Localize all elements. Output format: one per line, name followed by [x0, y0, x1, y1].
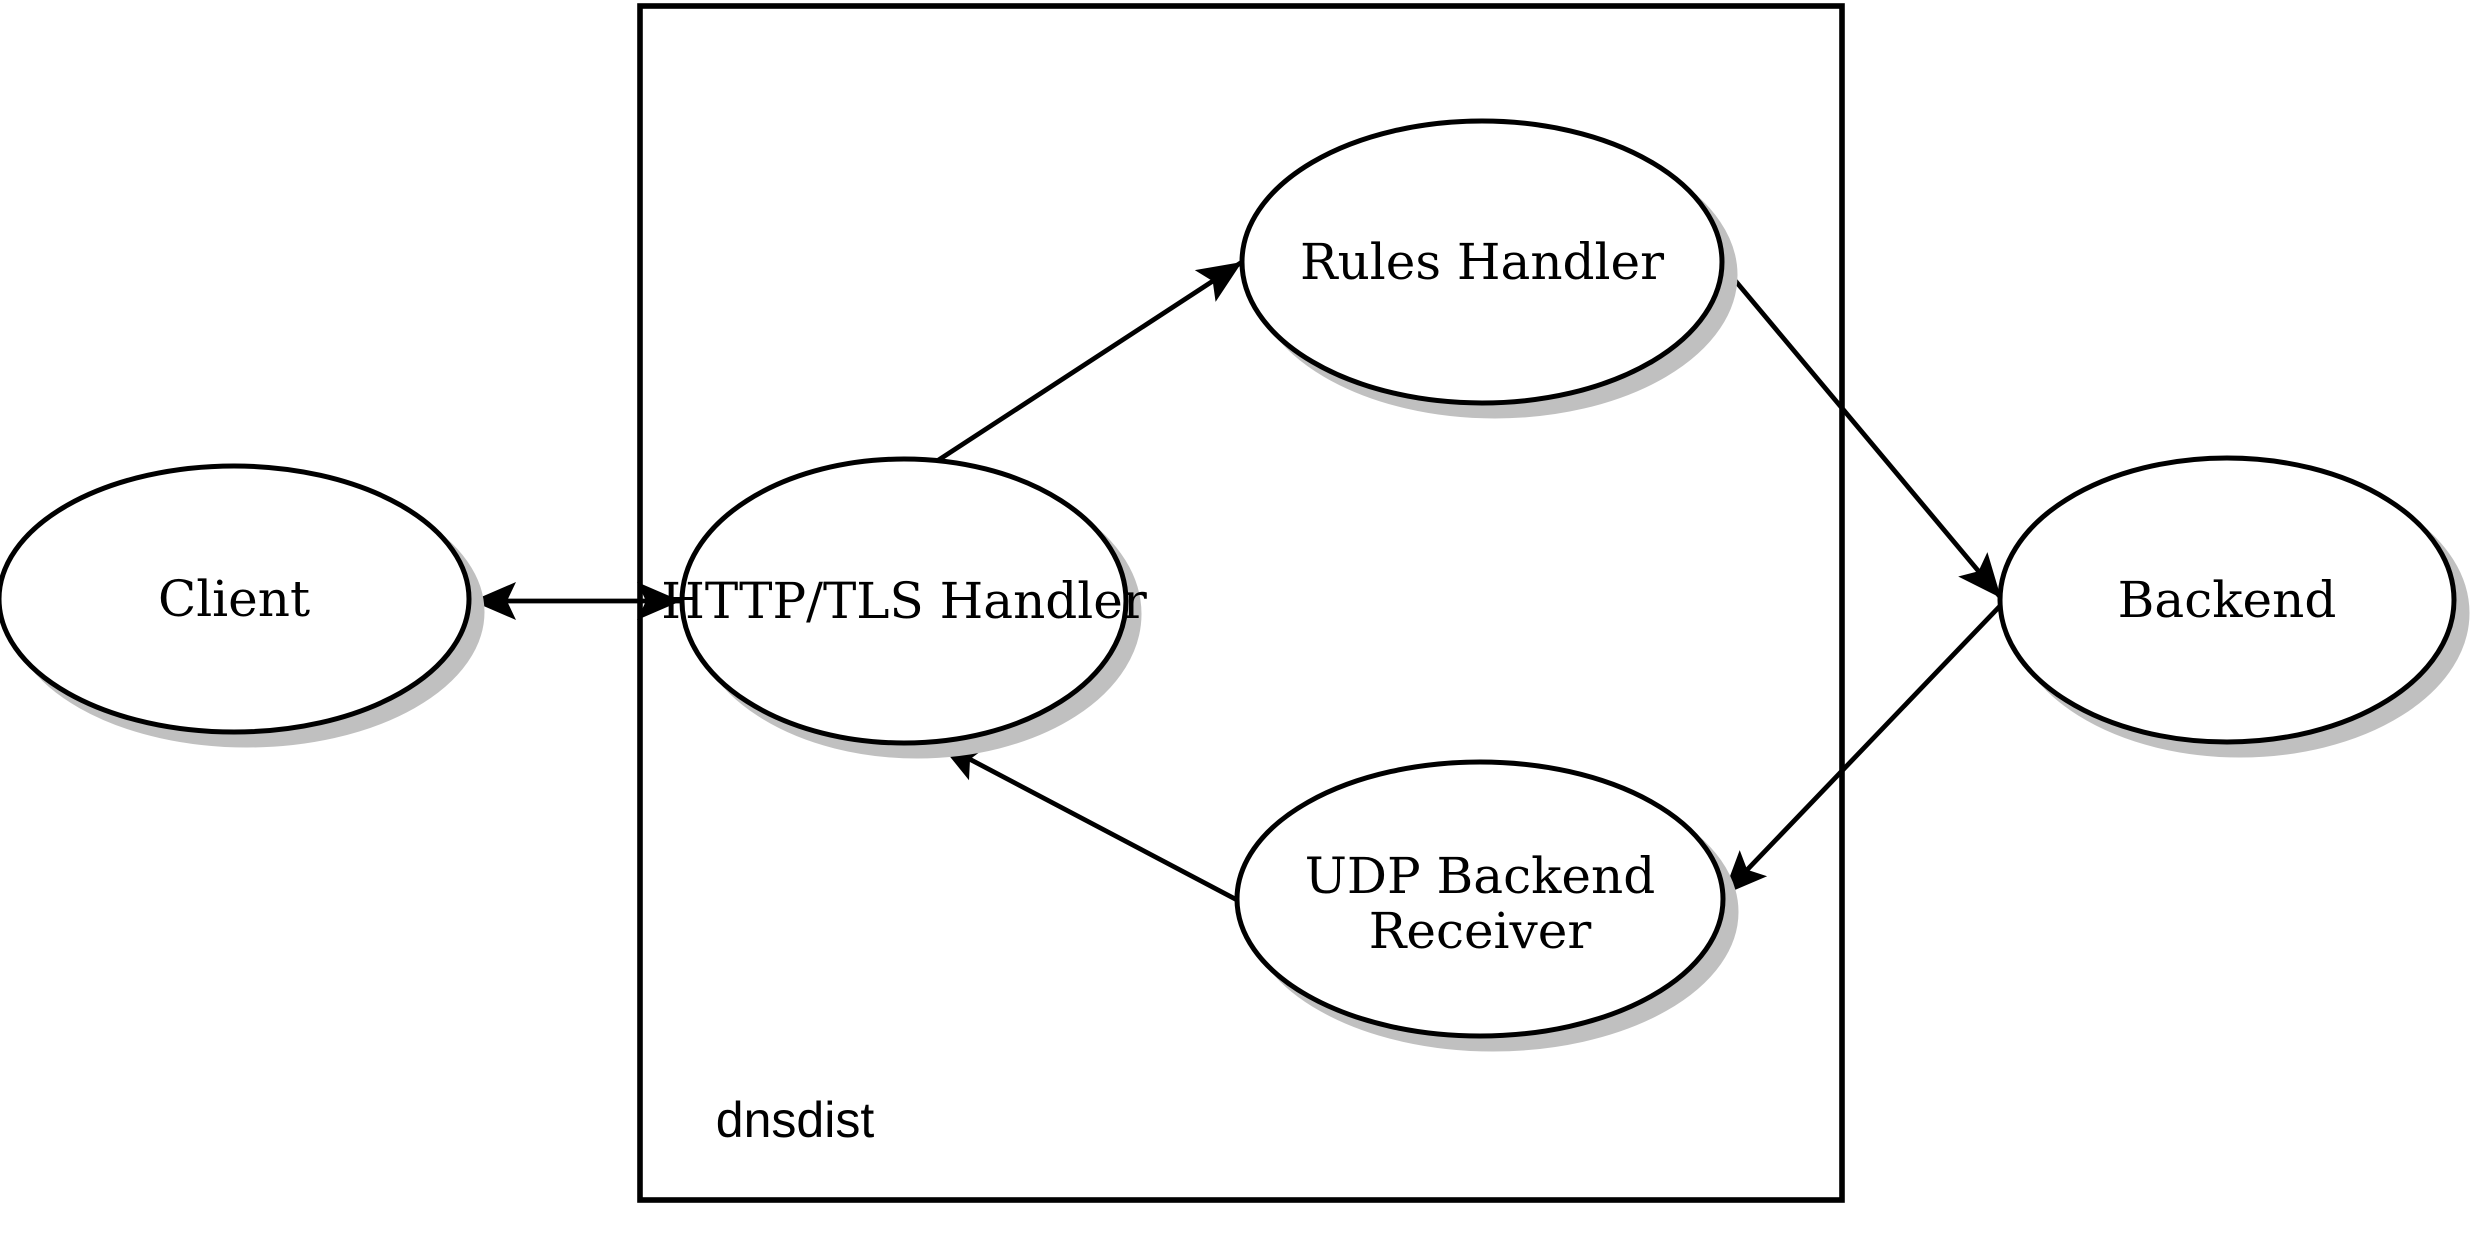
node-label: Backend — [2118, 571, 2337, 629]
edge-rules-to-backend — [1721, 264, 2003, 600]
node-rules-handler: Rules Handler — [1239, 118, 1738, 419]
edge-line — [1721, 604, 2002, 897]
edge-client-http-bidirectional — [472, 582, 681, 620]
node-udp-backend-receiver: UDP Backend Receiver — [1234, 759, 1739, 1052]
node-shape — [679, 456, 1129, 746]
arrowhead-to-rules-handler — [1194, 262, 1242, 302]
node-backend: Backend — [1997, 455, 2470, 758]
node-shape — [1234, 759, 1726, 1039]
edge-line — [1721, 264, 2003, 600]
edge-http-to-rules — [935, 259, 1244, 464]
edge-udp-receiver-to-http — [937, 740, 1241, 904]
node-shape — [1239, 118, 1725, 406]
edge-line — [937, 740, 1241, 904]
node-label: HTTP/TLS Handler — [661, 572, 1147, 630]
node-shape — [0, 463, 472, 735]
node-client: Client — [0, 463, 485, 748]
edge-line — [935, 259, 1244, 464]
cluster-label: dnsdist — [716, 1092, 875, 1148]
edge-backend-to-udp-receiver — [1721, 604, 2002, 897]
arrowhead-to-udp-backend-receiver — [1723, 850, 1768, 895]
arrowhead-to-backend — [1958, 552, 2001, 598]
node-label: Rules Handler — [1300, 233, 1664, 291]
arrowhead-to-client — [472, 582, 516, 620]
node-label: Client — [158, 570, 310, 628]
arrowhead-to-http-tls-handler — [637, 582, 681, 620]
node-label-line2: Receiver — [1369, 902, 1592, 960]
node-shape — [1997, 455, 2457, 745]
node-label-line1: UDP Backend — [1305, 847, 1655, 905]
node-http-tls-handler: HTTP/TLS Handler — [661, 456, 1147, 759]
